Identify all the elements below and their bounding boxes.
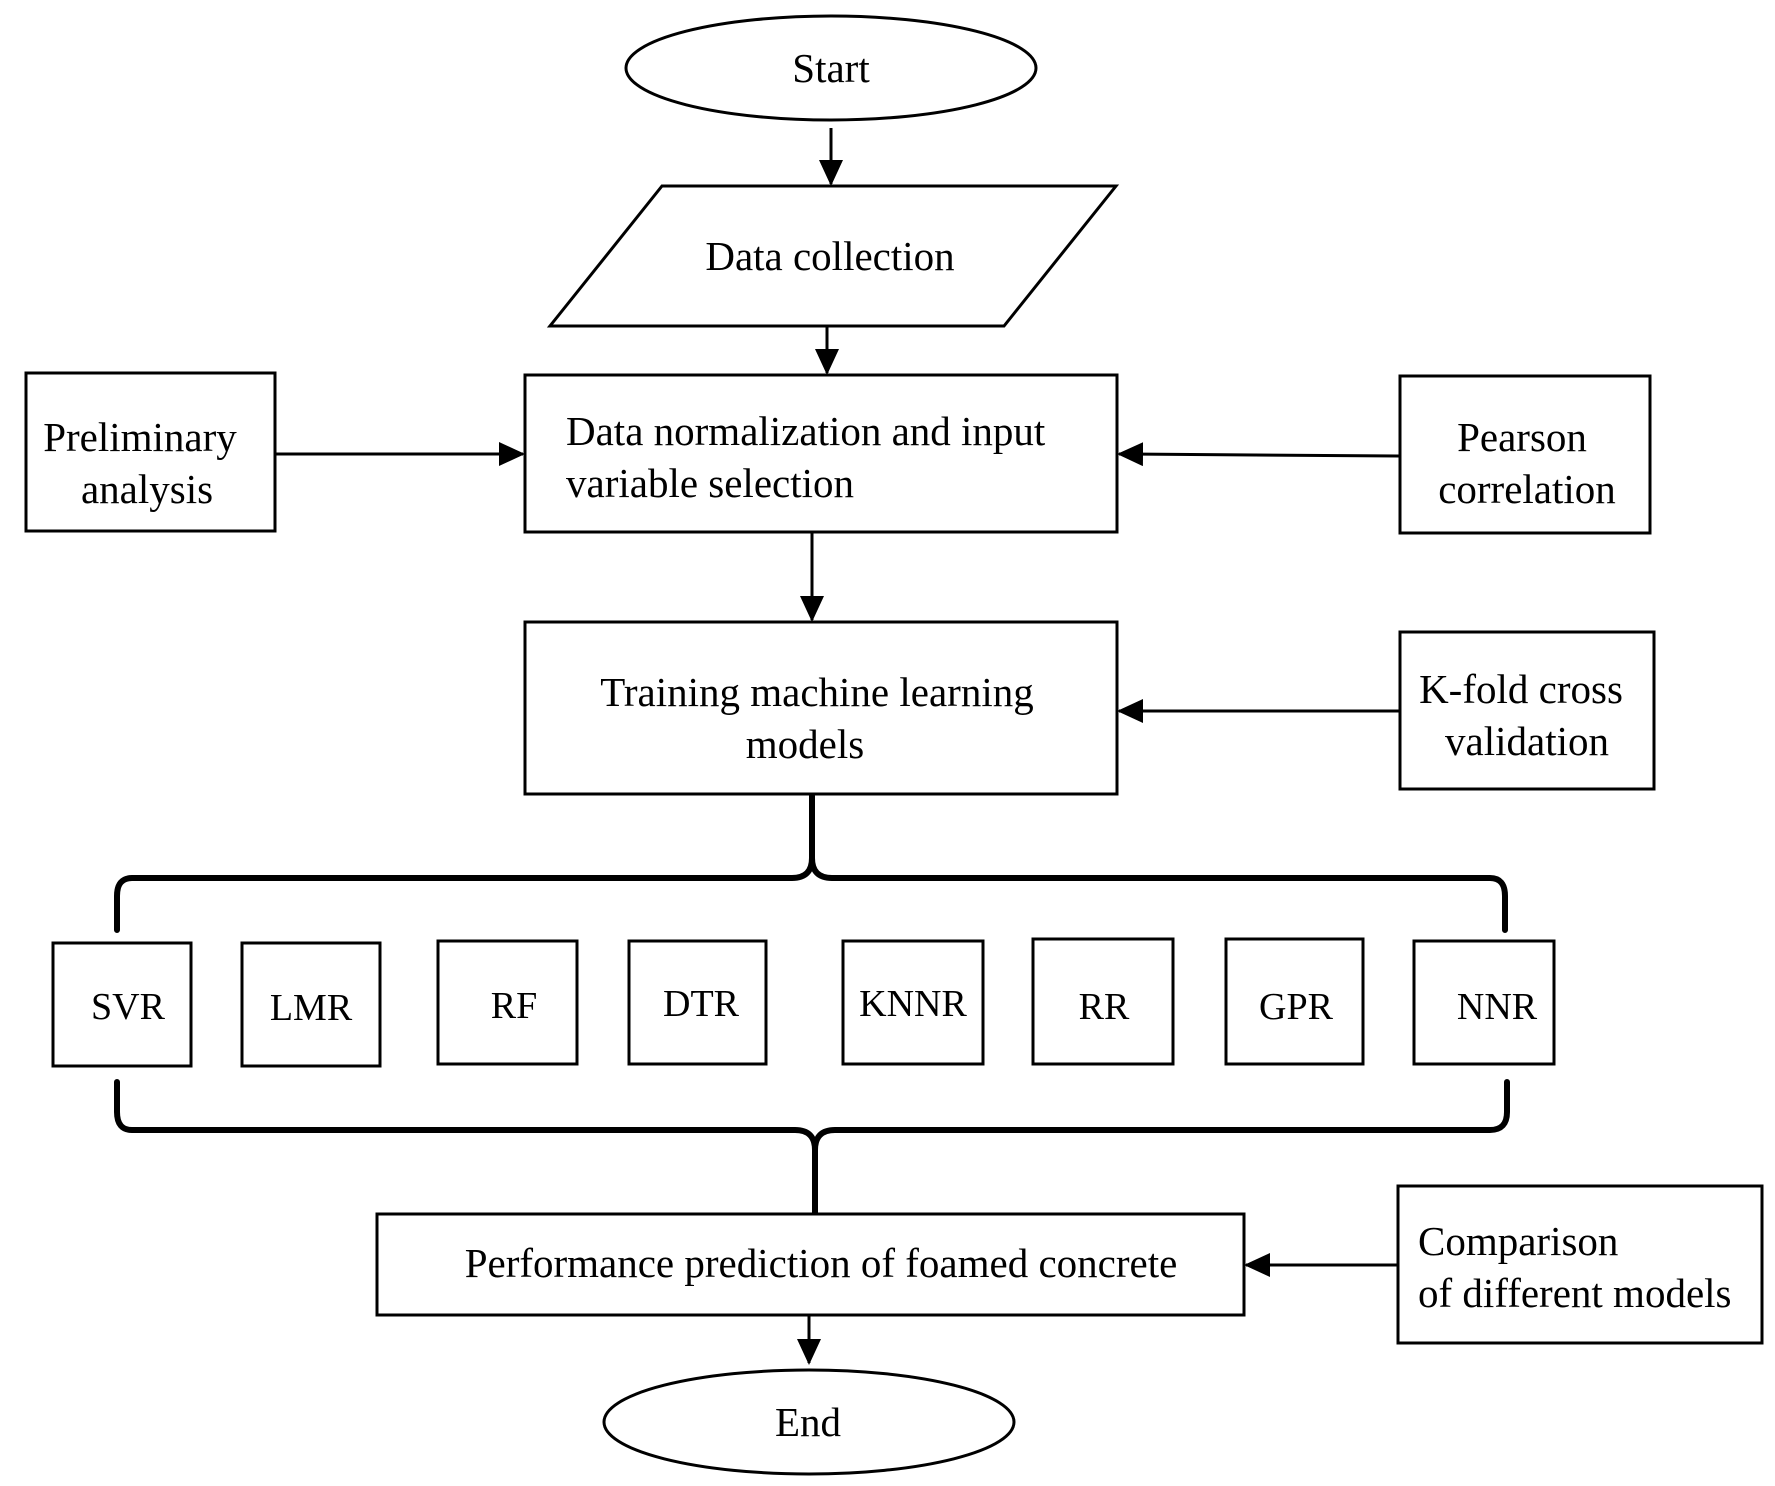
model-box-rr (1031, 937, 1175, 1066)
pearson-line-2: correlation (1438, 466, 1616, 512)
normalization-line-1: Data normalization and input (566, 408, 1046, 454)
prediction-label: Performance prediction of foamed concret… (465, 1240, 1178, 1286)
pearson-line-1: Pearson (1457, 414, 1587, 460)
model-box-knnr (841, 939, 985, 1066)
model-box-dtr (627, 939, 768, 1066)
end-node: End (602, 1368, 1016, 1476)
model-gpr-label: GPR (1259, 986, 1334, 1028)
comparison-node: Comparison of different models (1396, 1184, 1764, 1345)
training-line-2: models (746, 721, 864, 767)
end-label: End (775, 1399, 841, 1445)
kfold-node: K-fold cross validation (1398, 630, 1656, 791)
comparison-line-2: of different models (1418, 1270, 1732, 1316)
normalization-node: Data normalization and input variable se… (523, 373, 1119, 534)
model-rr-label: RR (1079, 986, 1130, 1028)
normalization-line-2: variable selection (566, 460, 854, 506)
model-dtr-label: DTR (663, 983, 740, 1025)
model-rf-label: RF (491, 985, 537, 1027)
model-box-lmr (240, 941, 382, 1068)
training-node: Training machine learning models (523, 620, 1119, 796)
preliminary-line-1: Preliminary (43, 414, 237, 460)
arrow-pearson-to-normalization (1117, 442, 1401, 467)
model-boxes: SVR LMR RF DTR KNNR RR GPR NNR (51, 937, 1556, 1068)
model-nnr-label: NNR (1457, 986, 1538, 1028)
pearson-correlation-node: Pearson correlation (1398, 374, 1652, 535)
model-lmr-label: LMR (270, 987, 353, 1029)
kfold-line-1: K-fold cross (1419, 666, 1623, 712)
start-label: Start (792, 45, 870, 91)
model-knnr-label: KNNR (859, 983, 967, 1025)
prediction-node: Performance prediction of foamed concret… (375, 1212, 1246, 1317)
model-box-rf (436, 939, 579, 1066)
data-collection-node: Data collection (546, 184, 1120, 328)
comparison-line-1: Comparison (1418, 1218, 1618, 1264)
preliminary-analysis-node: Preliminary analysis (24, 371, 277, 533)
model-box-nnr (1412, 939, 1556, 1066)
model-svr-label: SVR (91, 986, 166, 1028)
data-collection-label: Data collection (705, 233, 954, 279)
preliminary-line-2: analysis (81, 466, 213, 512)
kfold-line-2: validation (1445, 718, 1609, 764)
model-box-gpr (1224, 937, 1365, 1066)
training-line-1: Training machine learning (600, 669, 1033, 715)
bottom-brace (114, 1079, 1510, 1217)
top-brace (114, 793, 1508, 933)
model-box-svr (51, 941, 193, 1068)
start-node: Start (624, 14, 1038, 122)
